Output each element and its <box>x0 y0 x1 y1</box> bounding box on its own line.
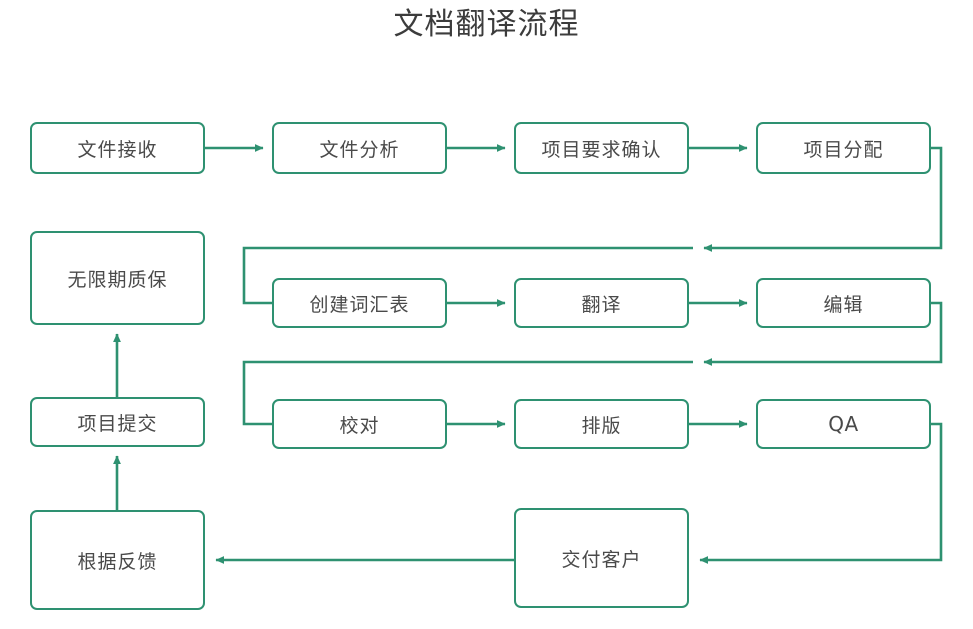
edge-wrap-n10 <box>242 360 693 426</box>
node-label: 项目提交 <box>77 412 158 435</box>
node-label: 项目要求确认 <box>541 138 662 161</box>
page-title: 文档翻译流程 <box>393 7 580 42</box>
node-label: 文件接收 <box>77 138 158 161</box>
node-translation[interactable]: 翻译 <box>514 278 689 328</box>
node-label: 编辑 <box>823 293 864 316</box>
node-based-on-feedback[interactable]: 根据反馈 <box>30 510 205 610</box>
edge-n12-n14 <box>699 422 943 564</box>
node-create-glossary[interactable]: 创建词汇表 <box>272 278 447 328</box>
node-project-submission[interactable]: 项目提交 <box>30 397 205 447</box>
node-typesetting[interactable]: 排版 <box>514 399 689 449</box>
node-qa[interactable]: QA <box>756 399 931 449</box>
node-editing[interactable]: 编辑 <box>756 278 931 328</box>
node-label: 文件分析 <box>319 138 400 161</box>
node-requirement-confirmation[interactable]: 项目要求确认 <box>514 122 689 174</box>
node-project-assignment[interactable]: 项目分配 <box>756 122 931 174</box>
edge-n4-wrap <box>703 146 943 252</box>
node-label: 无限期质保 <box>67 268 168 291</box>
node-deliver-to-client[interactable]: 交付客户 <box>514 508 689 608</box>
node-proofreading[interactable]: 校对 <box>272 399 447 449</box>
node-label: 排版 <box>581 414 622 437</box>
node-label: QA <box>828 412 859 436</box>
node-file-analysis[interactable]: 文件分析 <box>272 122 447 174</box>
node-label: 校对 <box>339 414 380 437</box>
node-label: 翻译 <box>581 293 622 316</box>
node-unlimited-warranty[interactable]: 无限期质保 <box>30 231 205 325</box>
edge-wrap-n6 <box>242 246 693 305</box>
node-file-reception[interactable]: 文件接收 <box>30 122 205 174</box>
node-label: 项目分配 <box>803 138 884 161</box>
edge-n8-wrap <box>703 301 943 366</box>
node-label: 创建词汇表 <box>309 293 410 316</box>
node-label: 交付客户 <box>561 548 642 571</box>
node-label: 根据反馈 <box>77 550 158 573</box>
